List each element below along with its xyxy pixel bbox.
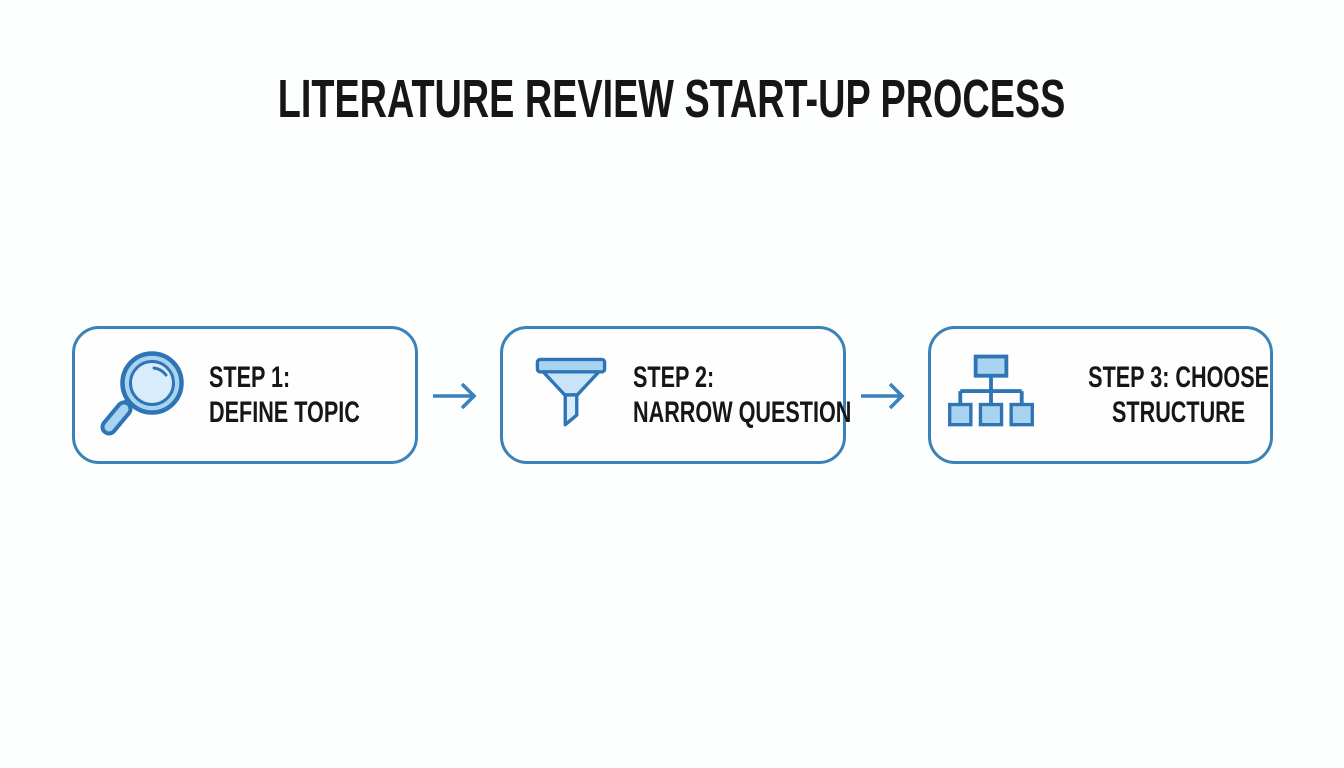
step-card-3: STEP 3: CHOOSE STRUCTURE	[928, 326, 1273, 464]
step-2-label: STEP 2: NARROW QUESTION	[633, 360, 936, 430]
step-1-line-1: STEP 1:	[209, 361, 291, 394]
step-card-1: STEP 1: DEFINE TOPIC	[72, 326, 418, 464]
arrow-right-icon	[429, 374, 481, 418]
step-card-2: STEP 2: NARROW QUESTION	[500, 326, 851, 464]
step-1-line-2: DEFINE TOPIC	[209, 396, 360, 429]
org-chart-icon	[943, 345, 1039, 446]
page-header: LITERATURE REVIEW START-UP PROCESS	[0, 68, 1344, 130]
step-3-line-2: STRUCTURE	[1111, 396, 1246, 429]
funnel-icon	[523, 343, 619, 448]
step-3-line-1: STEP 3: CHOOSE	[1088, 361, 1270, 394]
step-3-label: STEP 3: CHOOSE STRUCTURE	[1053, 360, 1304, 430]
step-1-label: STEP 1: DEFINE TOPIC	[209, 360, 418, 430]
arrow-right-icon	[857, 374, 909, 418]
step-2-line-2: NARROW QUESTION	[633, 396, 852, 429]
magnifier-icon	[95, 343, 195, 448]
step-2-line-1: STEP 2:	[633, 361, 715, 394]
page-title: LITERATURE REVIEW START-UP PROCESS	[278, 69, 1066, 129]
